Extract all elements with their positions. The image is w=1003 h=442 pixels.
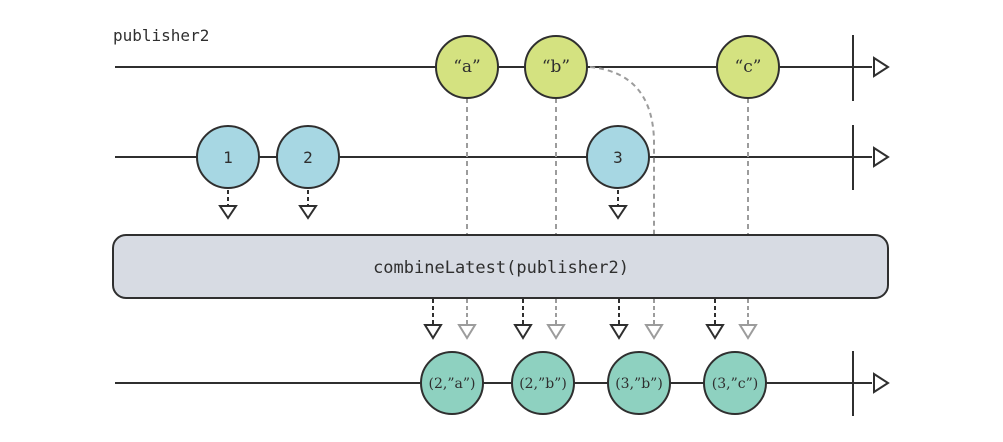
marble-b-label: “b” [542,57,570,77]
output-marble-1-label: (2,”a”) [429,376,476,392]
output-marble-3: (3,”b”) [607,351,671,415]
marble-2-label: 2 [303,148,313,167]
operator-box: combineLatest(publisher2) [112,234,889,299]
operator-rect [112,234,889,299]
output-marble-3-label: (3,”b”) [615,376,663,392]
publisher2-marbles: “a” “b” “c” [435,35,780,99]
publisher2-arrow-icon [873,56,890,78]
publisher1-marbles: 1 2 3 [196,125,650,189]
output-arrow-icon [873,372,890,394]
output-marbles: (2,”a”) (2,”b”) (3,”b”) (3,”c”) [420,351,767,415]
publisher1-arrow-icon [873,146,890,168]
output-black-arrow-1-icon [423,324,443,340]
output-timeline [115,351,890,416]
output-gray-arrow-4-icon [738,324,758,340]
marble-3-circle [586,125,650,189]
emission-arrow-3-icon [608,205,628,220]
output-marble-2-label: (2,”b”) [519,376,567,392]
output-gray-arrow-2-icon [546,324,566,340]
marble-c-circle [716,35,780,99]
output-marble-2: (2,”b”) [511,351,575,415]
emission-arrow-1-icon [218,205,238,220]
marble-c-label: “c” [735,57,762,77]
marble-b: “b” [524,35,588,99]
output-marble-1: (2,”a”) [420,351,484,415]
marble-b-circle [524,35,588,99]
output-marble-4: (3,”c”) [703,351,767,415]
output-marble-1-circle [420,351,484,415]
output-black-arrow-4-icon [705,324,725,340]
emission-arrow-2-icon [298,205,318,220]
marble-c: “c” [716,35,780,99]
marble-a: “a” [435,35,499,99]
operator-label: combineLatest(publisher2) [373,258,629,278]
marble-1: 1 [196,125,260,189]
marble-3: 3 [586,125,650,189]
publisher2-to-operator-connectors [466,66,749,235]
marble-1-label: 1 [223,148,233,167]
marble-a-label: “a” [453,57,481,77]
output-marble-4-circle [703,351,767,415]
output-marble-4-label: (3,”c”) [712,376,758,392]
output-black-arrow-2-icon [513,324,533,340]
publisher2-label: publisher2 [113,26,209,45]
marble-2-circle [276,125,340,189]
publisher1-emission-arrows [218,190,628,220]
dashed-curve-b-repeat [589,66,655,235]
marble-1-circle [196,125,260,189]
output-marble-3-circle [607,351,671,415]
output-gray-arrow-1-icon [457,324,477,340]
marble-a-circle [435,35,499,99]
marble-3-label: 3 [613,148,623,167]
output-black-arrow-3-icon [609,324,629,340]
marble-2: 2 [276,125,340,189]
output-connectors [423,299,758,340]
output-marble-2-circle [511,351,575,415]
output-gray-arrow-3-icon [644,324,664,340]
